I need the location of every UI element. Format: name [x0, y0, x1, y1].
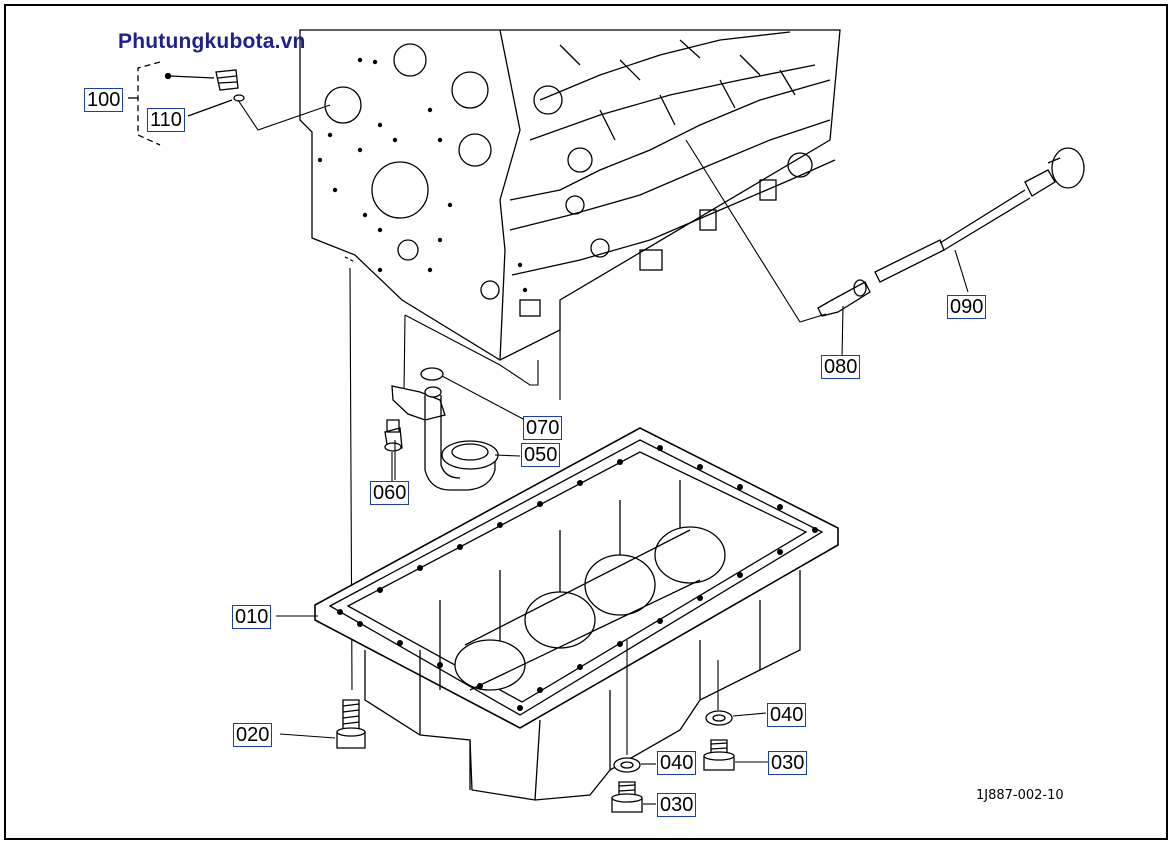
drain-plugs — [611, 710, 768, 813]
part-label-100[interactable]: 100 — [84, 88, 124, 112]
diagram-code: 1J887-002-10 — [976, 788, 1064, 803]
plug-assembly — [128, 61, 331, 146]
part-label-020[interactable]: 020 — [233, 723, 273, 747]
dipstick-assembly — [685, 139, 1085, 359]
part-label-030-lower[interactable]: 030 — [657, 793, 697, 817]
part-label-080[interactable]: 080 — [821, 355, 861, 379]
part-label-070[interactable]: 070 — [523, 416, 563, 440]
part-label-090[interactable]: 090 — [947, 295, 987, 319]
part-label-030-upper[interactable]: 030 — [768, 751, 808, 775]
part-label-040-upper[interactable]: 040 — [767, 703, 807, 727]
part-label-060[interactable]: 060 — [370, 481, 410, 505]
part-label-010[interactable]: 010 — [232, 605, 272, 629]
part-label-050[interactable]: 050 — [521, 443, 561, 467]
oil-strainer — [384, 367, 526, 491]
watermark: Phutungkubota.vn — [118, 30, 306, 53]
engine-block — [299, 29, 841, 361]
part-label-110[interactable]: 110 — [147, 108, 185, 132]
part-label-040-lower[interactable]: 040 — [657, 751, 697, 775]
pan-bolt — [279, 699, 366, 749]
oil-pan — [314, 427, 839, 801]
